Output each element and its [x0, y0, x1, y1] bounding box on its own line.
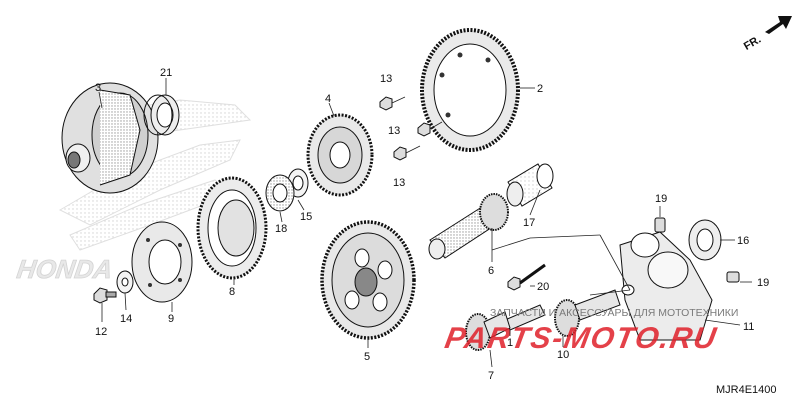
part-13-bolt-b — [417, 121, 443, 137]
part-18-needle-bearing — [265, 174, 295, 212]
part-19-dowel-a — [654, 217, 666, 233]
callout-13-a: 13 — [380, 73, 392, 85]
callout-7: 7 — [488, 370, 494, 382]
callout-10: 10 — [557, 349, 569, 361]
shop-watermark-caption: ЗАПЧАСТИ И АКСЕССУАРЫ ДЛЯ МОТОТЕХНИКИ — [490, 307, 738, 319]
callout-13-b: 13 — [388, 125, 400, 137]
part-12-bolt — [93, 287, 117, 304]
callout-1: 1 — [507, 337, 513, 349]
part-13-bolt-c — [393, 145, 421, 161]
part-14-washer — [116, 270, 134, 294]
callout-8: 8 — [229, 286, 235, 298]
callout-17: 17 — [523, 217, 535, 229]
front-direction-indicator: FR. — [742, 16, 792, 53]
part-9-clutch-disc — [131, 221, 193, 303]
callout-9: 9 — [168, 313, 174, 325]
callout-4: 4 — [325, 93, 331, 105]
part-17-collar — [506, 163, 554, 207]
callout-20: 20 — [537, 281, 549, 293]
part-4-gear — [306, 113, 374, 197]
callout-18: 18 — [275, 223, 287, 235]
callout-numbers: 3 21 4 13 13 13 2 15 18 17 19 16 6 19 8 … — [95, 67, 769, 382]
callout-15: 15 — [300, 211, 312, 223]
part-2-ring-gear — [420, 28, 520, 152]
part-13-bolt-a — [379, 96, 406, 111]
callout-13-c: 13 — [393, 177, 405, 189]
callout-19-a: 19 — [655, 193, 667, 205]
part-7-gear — [465, 311, 511, 351]
callout-16: 16 — [737, 235, 749, 247]
part-8-driven-gear-ring — [196, 176, 268, 280]
callout-2: 2 — [537, 83, 543, 95]
callout-11: 11 — [743, 321, 754, 333]
honda-watermark-text: HONDA — [15, 254, 114, 284]
leader-lines — [98, 78, 752, 368]
callout-12: 12 — [95, 326, 107, 338]
part-21-bearing — [143, 94, 180, 136]
shop-watermark: ЗАПЧАСТИ И АКСЕССУАРЫ ДЛЯ МОТОТЕХНИКИ PA… — [442, 307, 738, 355]
part-3-starter-clutch-outer — [61, 82, 159, 194]
part-20-bolt — [507, 263, 546, 291]
diagram-code: MJR4E1400 — [716, 384, 777, 396]
callout-5: 5 — [364, 351, 370, 363]
front-direction-label: FR. — [742, 34, 763, 53]
part-6-output-shaft — [428, 193, 509, 260]
callout-14: 14 — [120, 313, 132, 325]
part-19-dowel-b — [726, 271, 740, 283]
shop-watermark-logo: PARTS-MOTO.RU — [442, 322, 719, 355]
callout-21: 21 — [160, 67, 172, 79]
callout-3: 3 — [95, 82, 101, 94]
part-5-large-gear — [320, 220, 416, 340]
callout-6: 6 — [488, 265, 494, 277]
part-16-bearing — [688, 219, 722, 261]
callout-19-b: 19 — [757, 277, 769, 289]
part-10-gear-shaft — [554, 289, 621, 337]
front-arrow-icon — [765, 16, 792, 34]
